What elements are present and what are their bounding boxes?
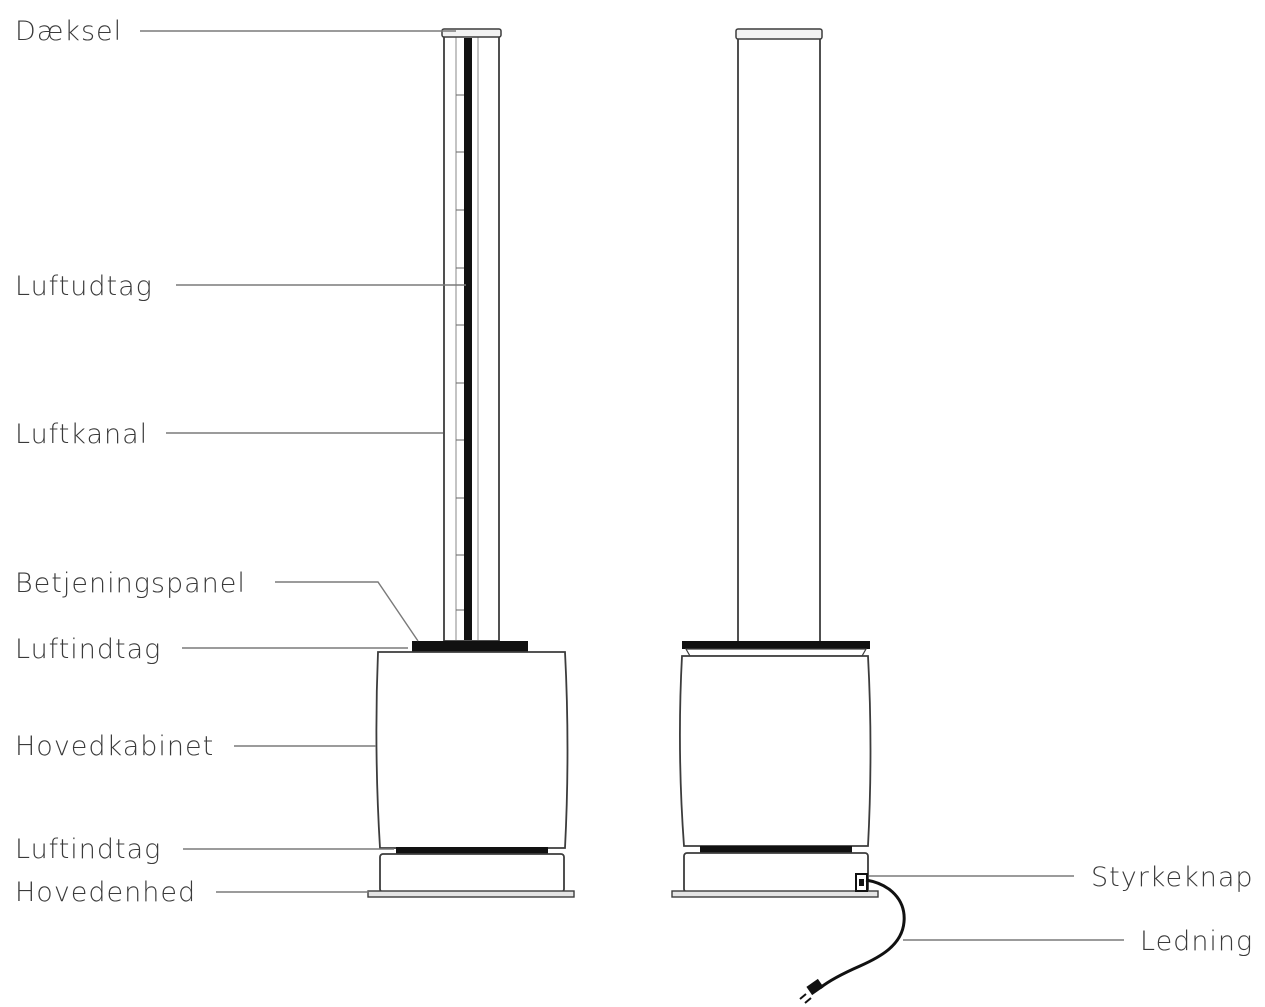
right-base-plate (671, 890, 879, 898)
label-main-cabinet: Hovedkabinet (15, 731, 215, 762)
right-air-duct (737, 37, 821, 643)
label-cord: Ledning (1140, 926, 1254, 957)
left-cover (441, 28, 502, 38)
leader-lines (140, 30, 1124, 941)
leader-control-panel (275, 581, 419, 642)
label-air-inlet-bottom: Luftindtag (15, 834, 162, 865)
right-top-band (682, 641, 870, 649)
label-cover: Dæksel (15, 16, 123, 47)
left-air-inlet-bottom (396, 847, 548, 854)
right-main-unit (683, 852, 869, 893)
label-air-inlet-top: Luftindtag (15, 634, 162, 665)
left-base-plate (367, 890, 575, 898)
plug-icon (799, 978, 824, 1004)
label-air-outlet: Luftudtag (15, 271, 153, 302)
left-device (367, 28, 575, 898)
label-air-duct: Luftkanal (15, 419, 149, 450)
right-device (671, 28, 906, 1004)
right-main-cabinet (679, 655, 872, 847)
label-control-panel: Betjeningspanel (15, 568, 246, 599)
power-cord (819, 878, 906, 990)
label-main-unit: Hovedenhed (15, 877, 197, 908)
label-power-button: Styrkeknap (1091, 862, 1254, 893)
right-cover (735, 28, 823, 40)
left-control-panel (412, 641, 528, 653)
left-main-cabinet (375, 651, 569, 849)
left-air-outlet (464, 38, 472, 640)
left-main-unit (379, 853, 565, 893)
right-air-inlet-bottom (700, 846, 852, 853)
